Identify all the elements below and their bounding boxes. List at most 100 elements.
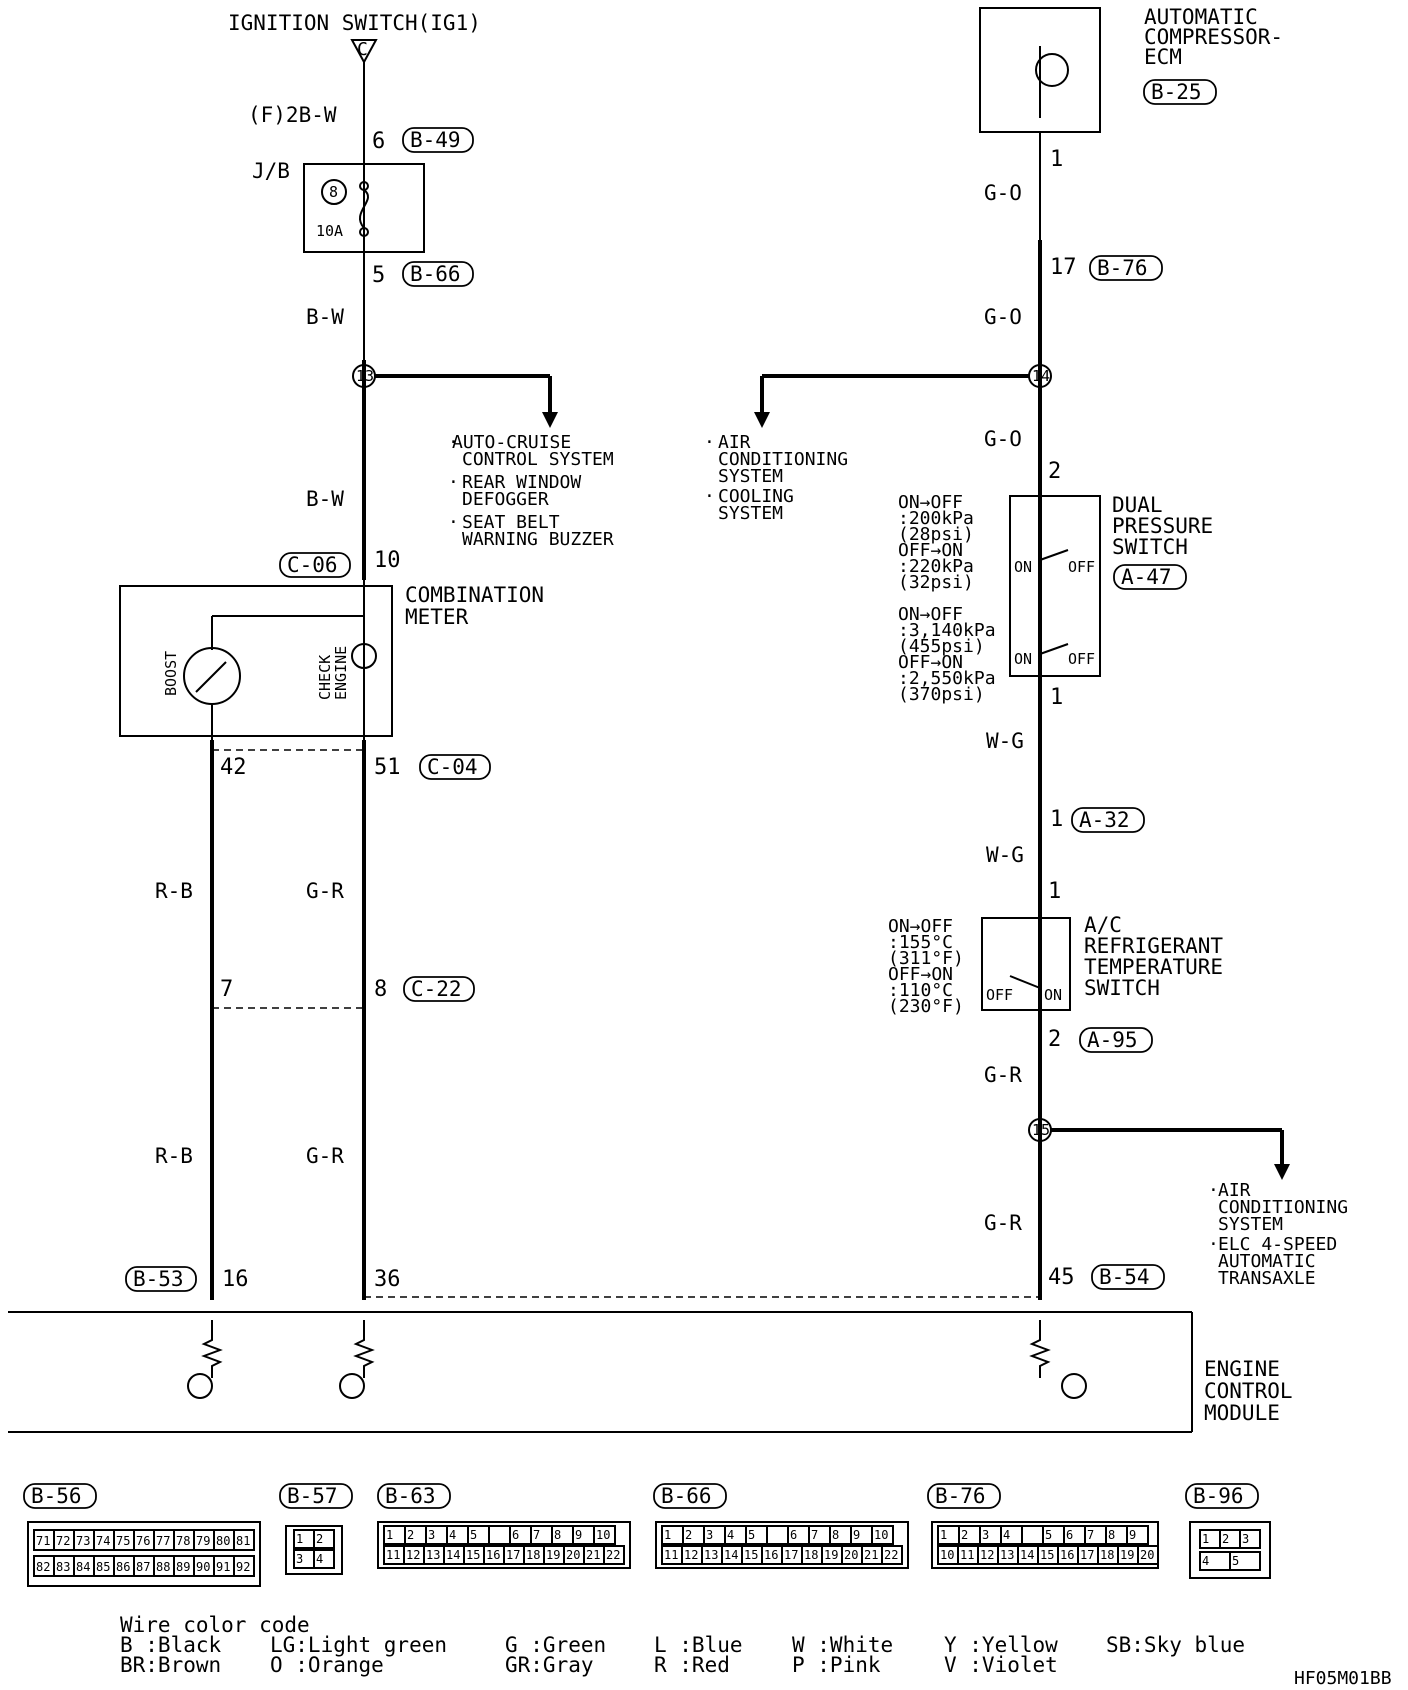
wire-label-bw2: B-W <box>306 487 344 511</box>
pin-cell-label: 92 <box>236 1560 250 1574</box>
pin-cell-label: 14 <box>724 1548 738 1562</box>
svg-text:B-66: B-66 <box>410 262 461 286</box>
svg-text:SWITCH: SWITCH <box>1084 976 1160 1000</box>
svg-text:(28psi): (28psi) <box>898 524 974 545</box>
pin-cell-label: 8 <box>832 1528 839 1542</box>
svg-text:DUAL: DUAL <box>1112 493 1163 517</box>
pin-cell-label: 14 <box>1020 1548 1034 1562</box>
svg-text:1: 1 <box>1048 879 1061 904</box>
svg-text:14: 14 <box>1032 367 1050 385</box>
svg-text:GR:Gray: GR:Gray <box>505 1653 594 1677</box>
svg-text:(370psi): (370psi) <box>898 684 985 705</box>
pin-cell-label: 83 <box>56 1560 70 1574</box>
svg-text:COMPRESSOR-: COMPRESSOR- <box>1144 25 1283 49</box>
pin-cell <box>1239 1529 1261 1549</box>
pin-cell-label: 19 <box>546 1548 560 1562</box>
svg-text:1: 1 <box>1050 685 1063 710</box>
svg-text:AUTO-CRUISE: AUTO-CRUISE <box>452 432 571 453</box>
svg-text:B-96: B-96 <box>1193 1484 1244 1508</box>
connector-c04 <box>419 754 491 780</box>
svg-text:OFF→ON: OFF→ON <box>898 652 963 673</box>
pin-16: 16 <box>222 1267 249 1292</box>
pin-cell-label: 1 <box>296 1532 303 1546</box>
svg-text:CONTROL SYSTEM: CONTROL SYSTEM <box>462 449 614 470</box>
svg-text:ON→OFF: ON→OFF <box>888 916 953 937</box>
pin-cell <box>1126 1525 1149 1545</box>
svg-text:45: 45 <box>1048 1265 1075 1290</box>
switch-contact-icon <box>1039 549 1069 561</box>
svg-text:V :Violet: V :Violet <box>944 1653 1058 1677</box>
svg-text:SYSTEM: SYSTEM <box>718 466 783 487</box>
svg-text:B-66: B-66 <box>661 1484 712 1508</box>
pin-cell-label: 7 <box>533 1528 540 1542</box>
junction-block <box>303 163 425 253</box>
svg-text:MODULE: MODULE <box>1204 1401 1280 1425</box>
svg-text:B-25: B-25 <box>1151 80 1202 104</box>
pin-cell-label: 21 <box>864 1548 878 1562</box>
pin-cell-label: 80 <box>216 1534 230 1548</box>
svg-text:B-57: B-57 <box>287 1484 338 1508</box>
pin-cell-label: 13 <box>704 1548 718 1562</box>
resistor-icon <box>201 1320 223 1378</box>
svg-text:B-56: B-56 <box>31 1484 82 1508</box>
svg-text:OFF: OFF <box>1068 650 1095 668</box>
svg-text:1: 1 <box>1050 147 1063 172</box>
svg-text:G-R: G-R <box>984 1211 1022 1235</box>
pin-cell-label: 4 <box>1003 1528 1010 1542</box>
svg-text:CONDITIONING: CONDITIONING <box>1218 1197 1348 1218</box>
svg-text::220kPa: :220kPa <box>898 556 974 577</box>
pin-cell-label: 20 <box>1140 1548 1154 1562</box>
svg-text:R-B: R-B <box>155 879 193 903</box>
pin-cell-label: 3 <box>1242 1532 1249 1546</box>
svg-text:·: · <box>1208 1234 1219 1255</box>
drawing-code: HF05M01BB <box>1294 1668 1392 1689</box>
svg-text:·: · <box>448 472 459 493</box>
svg-text:REAR WINDOW: REAR WINDOW <box>462 472 581 493</box>
pin-cell-label: 13 <box>426 1548 440 1562</box>
pin-cell-label: 74 <box>96 1534 110 1548</box>
svg-text:(311°F): (311°F) <box>888 948 964 969</box>
pin-42: 42 <box>220 755 247 780</box>
svg-text:8: 8 <box>329 183 338 201</box>
svg-text:G-R: G-R <box>984 1063 1022 1087</box>
svg-text:SEAT BELT: SEAT BELT <box>462 512 560 533</box>
pin-cell-label: 8 <box>554 1528 561 1542</box>
fuse-rating: 10A <box>316 222 343 240</box>
pin-cell-label: 5 <box>1045 1528 1052 1542</box>
pin-7: 7 <box>220 977 233 1002</box>
pin-cell-label: 5 <box>1232 1554 1239 1568</box>
svg-text:AIR: AIR <box>1218 1180 1251 1201</box>
pin-cell <box>233 1555 255 1577</box>
pin-cell-label: 9 <box>1129 1528 1136 1542</box>
connector-b76 <box>1089 255 1163 281</box>
pin-cell-label: 85 <box>96 1560 110 1574</box>
ignition-switch-title: IGNITION SWITCH(IG1) <box>228 11 481 35</box>
pin-cell-label: 18 <box>526 1548 540 1562</box>
pin-cell-label: 20 <box>566 1548 580 1562</box>
transistor-icon <box>1035 53 1069 87</box>
pin-cell-label: 4 <box>316 1552 323 1566</box>
pin-cell-label: 18 <box>1100 1548 1114 1562</box>
pin-cell-label: 17 <box>784 1548 798 1562</box>
pin-cell-label: 89 <box>176 1560 190 1574</box>
pin-cell-label: 71 <box>36 1534 50 1548</box>
svg-text:R-B: R-B <box>155 1144 193 1168</box>
transistor-icon <box>339 1373 365 1399</box>
pin-8: 8 <box>374 977 387 1002</box>
svg-text:Wire color code: Wire color code <box>120 1613 310 1637</box>
svg-text:G-O: G-O <box>984 181 1022 205</box>
pin-cell <box>488 1525 511 1545</box>
svg-text:B-49: B-49 <box>410 128 461 152</box>
pin-cell-label: 13 <box>1000 1548 1014 1562</box>
pin-5: 5 <box>372 263 385 288</box>
pin-cell-label: 75 <box>116 1534 130 1548</box>
svg-text:A-32: A-32 <box>1079 808 1130 832</box>
pin-cell-label: 90 <box>196 1560 210 1574</box>
pin-cell-label: 16 <box>486 1548 500 1562</box>
svg-text:TRANSAXLE: TRANSAXLE <box>1218 1268 1316 1289</box>
top-connector-letter: C <box>357 39 368 60</box>
svg-text:C-04: C-04 <box>427 755 478 779</box>
pin-cell-label: 91 <box>216 1560 230 1574</box>
svg-text:SYSTEM: SYSTEM <box>718 503 783 524</box>
